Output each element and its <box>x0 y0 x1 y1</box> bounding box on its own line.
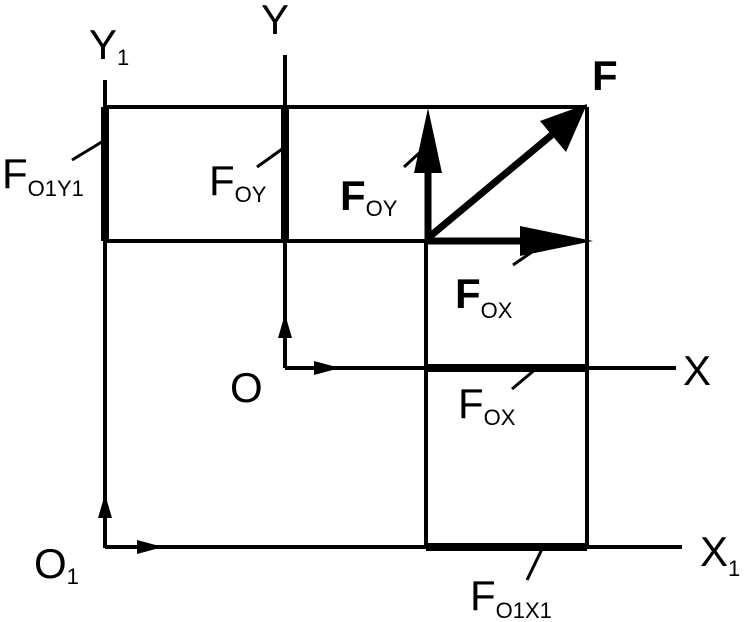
origin-o-label: O <box>230 364 263 411</box>
o-j-arrowhead <box>278 314 292 338</box>
f-o1y1-leader <box>71 138 106 162</box>
leader-lines <box>71 138 549 581</box>
f-oy-projection-label: FOY <box>209 157 267 207</box>
origin-o1-label: O1 <box>34 540 79 589</box>
f-ox-vector-label: FOX <box>455 270 513 323</box>
f-ox-vec-leader <box>512 239 549 267</box>
origin-unit-vectors <box>98 314 340 554</box>
force-vectors <box>414 104 593 256</box>
projection-segments <box>101 107 587 551</box>
f-oy-vec-leader <box>402 143 430 169</box>
f-vector-label: F <box>592 52 618 99</box>
f-ox-leader <box>511 366 538 391</box>
f-o1x1-projection-label: FO1X1 <box>470 572 552 622</box>
f-arrowhead <box>540 104 587 152</box>
f-ox-projection-label: FOX <box>458 380 516 430</box>
x-axis-label: X <box>683 347 711 394</box>
f-oy-leader <box>256 145 286 169</box>
f-vector-shaft <box>425 125 563 241</box>
f-oy-vector-label: FOY <box>340 172 398 221</box>
o1-i-arrowhead <box>137 540 163 554</box>
y-axis-label: Y <box>261 0 289 43</box>
o1-j-arrowhead <box>98 494 112 518</box>
x1-axis-label: X1 <box>700 528 740 581</box>
construction-lines <box>103 55 682 549</box>
f-o1x1-leader <box>525 546 545 581</box>
f-oy-arrowhead <box>414 108 442 173</box>
y1-axis-label: Y1 <box>89 21 129 70</box>
o-i-arrowhead <box>314 361 340 375</box>
f-o1y1-projection-label: FO1Y1 <box>2 150 84 201</box>
